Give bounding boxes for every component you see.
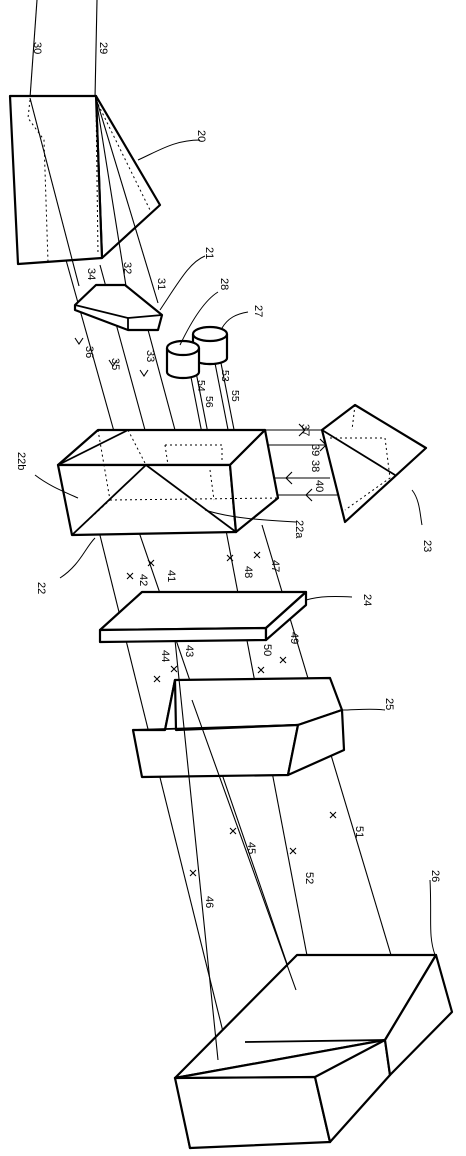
label-48: 48 [242,566,254,578]
label-36: 36 [83,346,95,358]
reference-labels: 30 29 20 21 28 27 34 32 31 36 35 33 53 5… [15,42,441,908]
label-32: 32 [121,262,133,274]
label-22b: 22b [15,452,27,470]
beam-splitter-cube-22 [56,428,280,537]
label-40: 40 [313,480,325,492]
label-49: 49 [288,632,300,644]
label-47: 47 [269,560,281,572]
label-43: 43 [183,645,195,657]
label-34: 34 [85,268,97,280]
label-51: 51 [353,826,365,838]
label-52: 52 [303,872,315,884]
label-23: 23 [421,540,433,552]
prism-block-20 [8,94,162,266]
label-35: 35 [109,358,121,370]
beam-direction-marks [74,337,337,877]
label-28: 28 [218,278,230,290]
retro-prism-23 [320,403,428,524]
label-20: 20 [195,130,207,142]
label-27: 27 [252,305,264,317]
label-50: 50 [261,644,273,656]
input-beams [29,0,98,99]
label-33: 33 [144,350,156,362]
label-31: 31 [155,278,167,290]
label-56: 56 [203,396,215,408]
label-25: 25 [383,698,395,710]
detector-28 [165,339,201,380]
label-22: 22 [35,582,47,594]
detector-27 [191,325,229,366]
label-55: 55 [229,390,241,402]
label-46: 46 [203,896,215,908]
leader-lines [34,139,436,956]
label-53: 53 [219,370,231,382]
block-26 [173,953,454,1150]
label-44: 44 [159,650,171,662]
label-45: 45 [245,842,257,854]
plate-24 [98,590,308,644]
label-29: 29 [97,42,109,54]
beam-segments-lower [174,639,297,1061]
label-26: 26 [429,870,441,882]
label-21: 21 [203,247,215,259]
label-39: 39 [309,444,321,456]
label-54: 54 [195,380,207,392]
wedge-plate-21 [73,283,164,332]
label-22a: 22a [293,520,305,539]
label-41: 41 [165,570,177,582]
label-38: 38 [309,460,321,472]
label-30: 30 [31,42,43,54]
label-42: 42 [137,574,149,586]
label-24: 24 [361,594,373,606]
label-37: 37 [299,424,311,436]
lens-block-25 [131,676,346,779]
